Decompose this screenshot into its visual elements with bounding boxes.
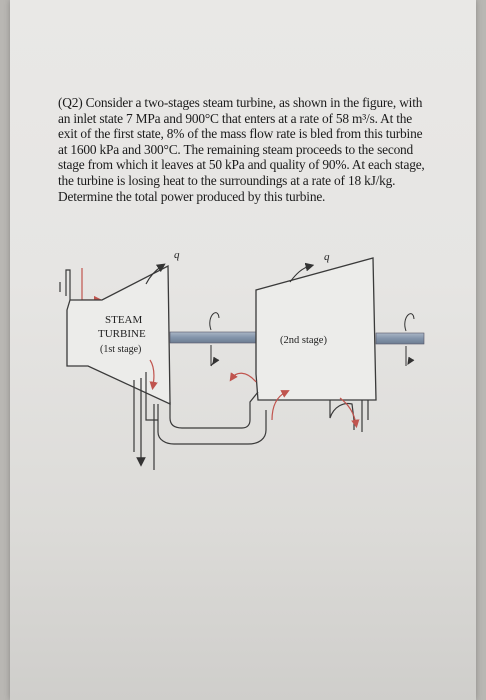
coupling-2 xyxy=(404,313,415,366)
exhaust-arrow xyxy=(339,397,360,429)
document-page: (Q2) Consider a two-stages steam turbine… xyxy=(10,0,476,700)
inlet-pipe xyxy=(59,269,71,300)
stage1-label-stage: (1st stage) xyxy=(100,344,141,355)
question-text: (Q2) Consider a two-stages steam turbine… xyxy=(58,95,454,204)
stage1-label-steam: STEAM xyxy=(105,314,143,326)
question-line: at 1600 kPa and 300°C. The remaining ste… xyxy=(58,141,414,157)
turbine-diagram: q STEAM TURBINE (1st stage) q (2nd stage… xyxy=(59,249,425,470)
heat-arrow-2 xyxy=(289,262,315,283)
inlet-arrow xyxy=(81,268,103,305)
exhaust-pipe xyxy=(329,400,369,432)
coupling-1 xyxy=(209,312,220,367)
flow-arrow-crossover xyxy=(229,372,257,383)
crossover-duct xyxy=(157,391,267,445)
question-line: stage from which it leaves at 50 kPa and… xyxy=(58,157,425,173)
heat-label-1: q xyxy=(174,249,180,261)
flow-arrow-stage2-in xyxy=(271,390,290,421)
stage2-label: (2nd stage) xyxy=(280,335,327,346)
question-line: (Q2) Consider a two-stages steam turbine… xyxy=(58,95,423,110)
flow-arrow-stage1 xyxy=(149,359,158,391)
bleed-pipe xyxy=(133,372,158,470)
shaft-output xyxy=(375,332,425,345)
question-line: Determine the total power produced by th… xyxy=(58,188,326,204)
shaft-middle xyxy=(169,331,257,344)
stage2-casing xyxy=(255,257,377,401)
heat-label-2: q xyxy=(324,251,330,263)
heat-arrow-1 xyxy=(145,263,166,285)
question-line: the turbine is losing heat to the surrou… xyxy=(58,172,396,188)
question-line: an inlet state 7 MPa and 900°C that ente… xyxy=(58,110,413,126)
stage1-label-turbine: TURBINE xyxy=(98,328,146,340)
question-line: exit of the first state, 8% of the mass … xyxy=(58,126,423,142)
